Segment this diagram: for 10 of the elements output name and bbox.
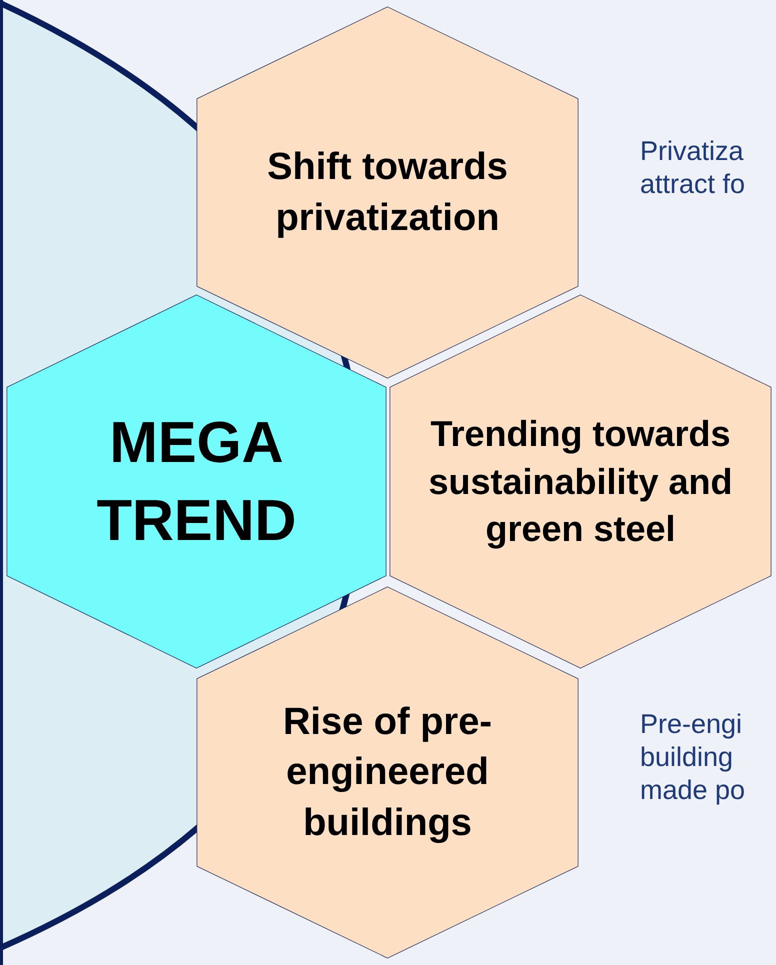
hexagon-shape	[195, 5, 580, 380]
description-text: Pre-engi building made po	[640, 708, 746, 807]
hexagon-label: MEGA TREND	[96, 409, 298, 554]
hexagon-label: Shift towards privatization	[266, 144, 509, 240]
description-text: Privatiza attract fo	[640, 135, 746, 201]
hexagon-shape	[195, 585, 580, 960]
hexagon-shape	[5, 293, 388, 670]
hexagon-label: Rise of pre-engineered buildings	[282, 700, 494, 846]
hexagon-label: Trending towards sustainability and green steel	[427, 412, 734, 552]
hexagon-shape	[388, 293, 773, 670]
